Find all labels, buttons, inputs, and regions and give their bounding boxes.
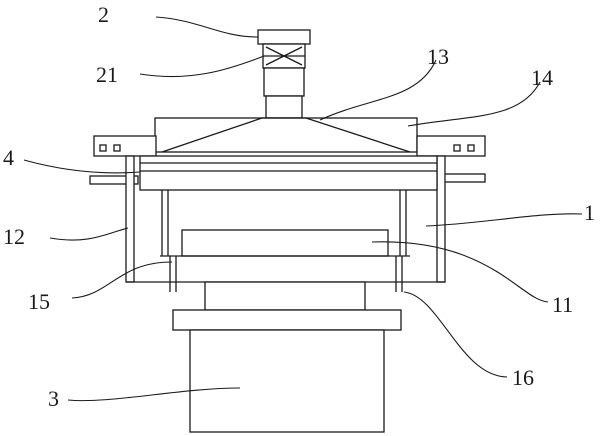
leader-11 bbox=[371, 241, 549, 303]
right-bolt-b bbox=[467, 144, 475, 152]
top-cap bbox=[257, 29, 311, 45]
label-4: 4 bbox=[3, 145, 14, 170]
leader-16 bbox=[403, 291, 508, 378]
label-16: 16 bbox=[512, 365, 534, 390]
label-1: 1 bbox=[584, 200, 595, 225]
inlet-pipe-upper bbox=[263, 67, 305, 97]
left-lug bbox=[93, 135, 157, 157]
left-bolt-a bbox=[99, 144, 107, 152]
motor-base bbox=[189, 329, 385, 433]
leader-2 bbox=[155, 16, 259, 38]
conical-hopper bbox=[161, 117, 411, 153]
label-12: 12 bbox=[3, 224, 25, 249]
label-13: 13 bbox=[427, 44, 449, 69]
cover-box bbox=[154, 117, 418, 153]
label-21: 21 bbox=[96, 62, 118, 87]
leader-15 bbox=[71, 261, 173, 299]
label-15: 15 bbox=[28, 289, 50, 314]
leader-21 bbox=[139, 55, 265, 78]
leader-4 bbox=[23, 159, 141, 174]
label-14: 14 bbox=[531, 65, 553, 90]
right-lug bbox=[416, 135, 486, 157]
outer-wall-left bbox=[125, 155, 135, 283]
left-bolt-b bbox=[113, 144, 121, 152]
label-2: 2 bbox=[98, 2, 109, 27]
leader-14 bbox=[407, 81, 541, 127]
mount-flange bbox=[172, 309, 402, 331]
sieve-frame bbox=[139, 155, 438, 191]
right-bolt-a bbox=[453, 144, 461, 152]
label-11: 11 bbox=[552, 292, 573, 317]
sieve-tray bbox=[181, 229, 389, 257]
leader-1 bbox=[425, 213, 583, 227]
mount-plate bbox=[204, 281, 366, 311]
left-bracket bbox=[89, 175, 139, 185]
label-3: 3 bbox=[48, 386, 59, 411]
outer-wall-right bbox=[436, 155, 446, 283]
leader-13 bbox=[319, 59, 437, 121]
leader-12 bbox=[49, 227, 129, 241]
inlet-pipe-lower bbox=[265, 95, 303, 119]
leader-3 bbox=[67, 387, 241, 402]
